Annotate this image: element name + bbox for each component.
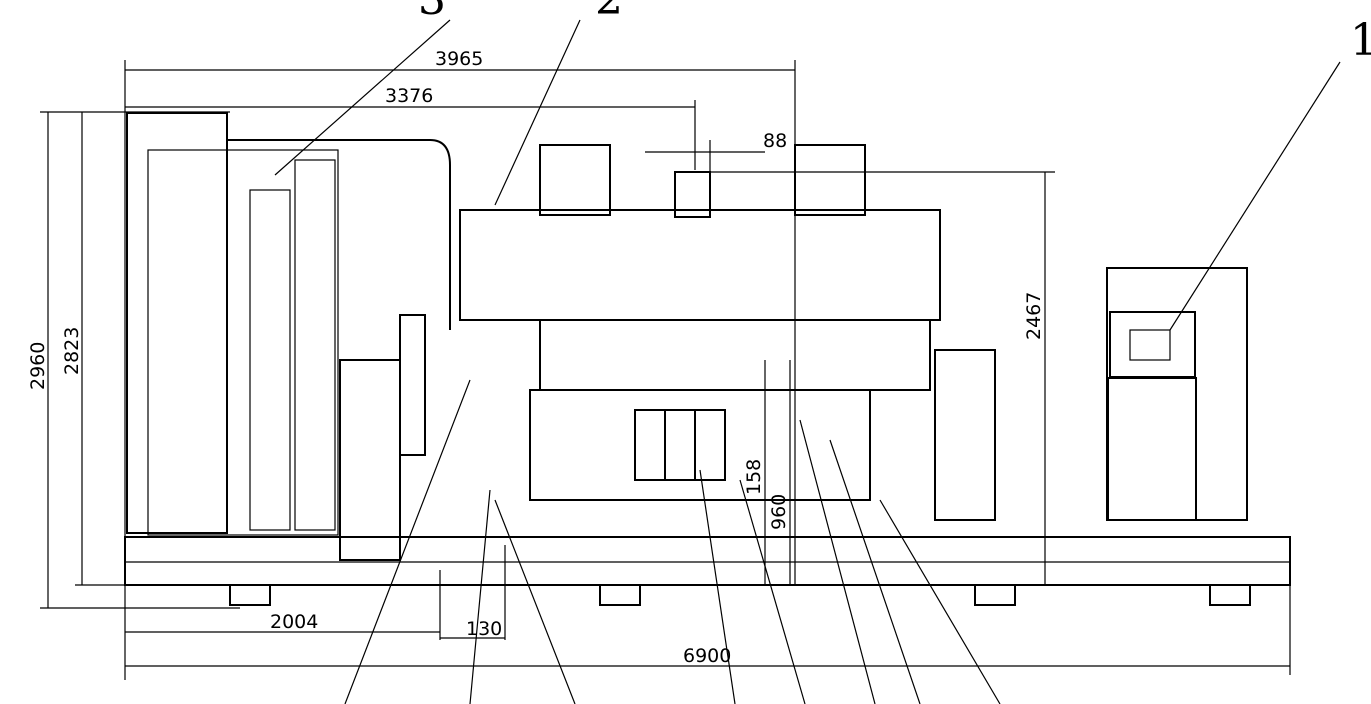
dim-2004: 2004 (270, 611, 318, 633)
dim-88: 88 (763, 130, 787, 152)
engine (339, 144, 941, 561)
dim-960: 960 (768, 494, 790, 530)
dim-130: 130 (466, 618, 502, 640)
dim-3376: 3376 (385, 85, 433, 107)
callout-2: 2 (595, 0, 623, 25)
dim-3965: 3965 (435, 48, 483, 70)
alternator (934, 267, 1248, 521)
dim-2960: 2960 (27, 342, 49, 390)
base-frame (124, 536, 1291, 606)
leader-lines (274, 19, 1341, 704)
dim-2467: 2467 (1023, 292, 1045, 340)
radiator (126, 112, 451, 536)
callout-1: 1 (1350, 15, 1371, 66)
dim-6900: 6900 (683, 645, 731, 667)
dim-158: 158 (743, 459, 765, 495)
dim-2823: 2823 (61, 327, 83, 375)
callout-3: 3 (418, 0, 446, 25)
